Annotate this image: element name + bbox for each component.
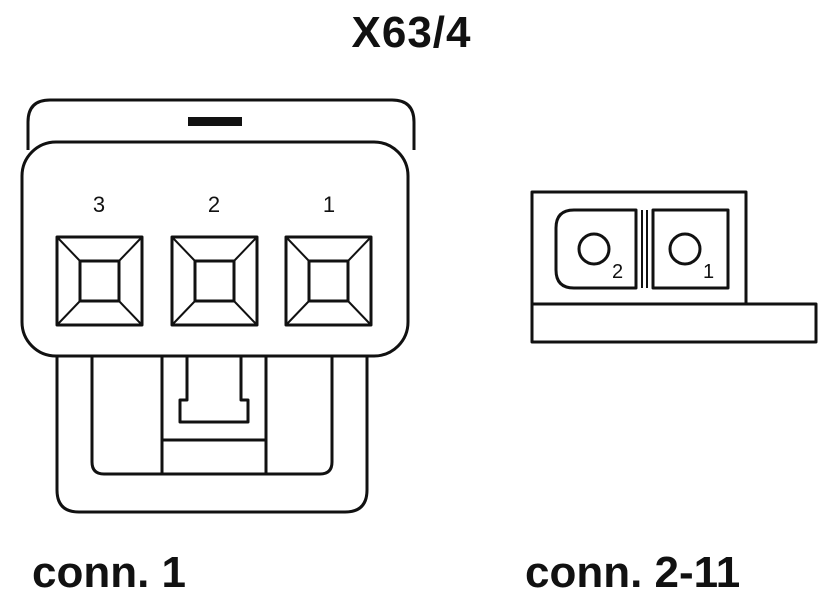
connector-2-contact-2 xyxy=(577,232,611,266)
connector-1-key-mark xyxy=(188,117,242,126)
diagram-title: X63/4 xyxy=(351,8,472,57)
connector-1-pin-label-3: 3 xyxy=(93,192,105,217)
connector-2-contact-1 xyxy=(668,232,702,266)
connector-2-base xyxy=(530,302,818,344)
connector-2-pin-label-2: 2 xyxy=(612,261,623,283)
connector-1-latch-tab-inner xyxy=(178,350,250,424)
connector-1-latch-tab xyxy=(160,350,268,474)
connector-1-latch-inner xyxy=(90,350,334,476)
connector-1-caption: conn. 1 xyxy=(32,548,187,597)
connector-2-socket-2 xyxy=(554,208,638,290)
connector-2-socket-1 xyxy=(651,208,730,290)
connector-1-pin-2 xyxy=(170,235,259,327)
connector-1-pin-label-1: 1 xyxy=(323,192,335,217)
connector-1-pin-3 xyxy=(55,235,144,327)
connector-2-divider xyxy=(641,210,648,288)
connector-2-caption: conn. 2-11 xyxy=(525,548,741,597)
connector-1-pin-label-2: 2 xyxy=(208,192,220,217)
connector-2-pin-label-1: 1 xyxy=(703,261,714,283)
connector-2-body xyxy=(530,190,748,306)
connector-1-pin-1 xyxy=(284,235,373,327)
connector-2 xyxy=(530,190,818,344)
connector-1 xyxy=(20,98,416,514)
connector-1-latch-outer xyxy=(55,340,369,514)
